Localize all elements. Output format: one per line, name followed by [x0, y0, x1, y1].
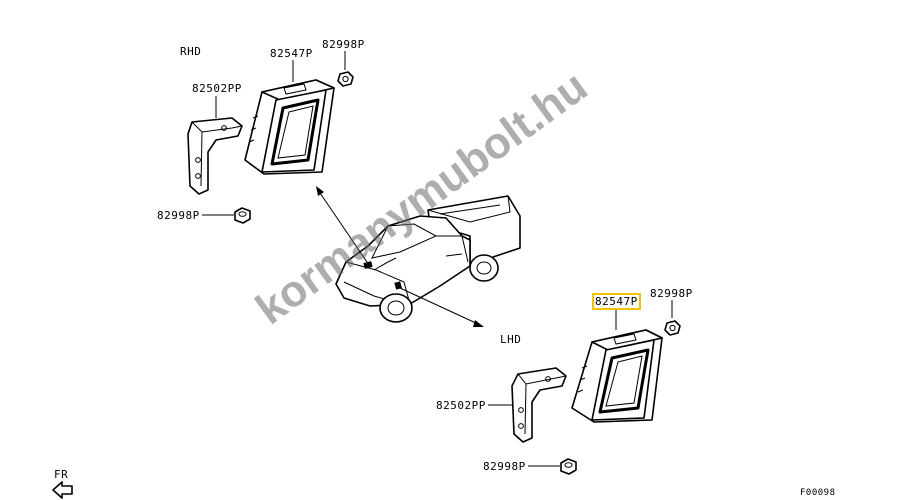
front-direction-marker: FR [52, 468, 73, 499]
rhd-nut-bottom [234, 207, 251, 224]
rhd-nut-top [337, 71, 354, 87]
rhd-nut-top-part-number[interactable]: 82998P [322, 38, 365, 51]
arrow-to-lhd [399, 287, 484, 327]
rhd-bracket-part-number[interactable]: 82502PP [192, 82, 242, 95]
rhd-bracket [187, 117, 243, 195]
rhd-control-unit [244, 79, 335, 175]
arrow-to-rhd [316, 186, 368, 263]
lhd-bracket-part-number[interactable]: 82502PP [436, 399, 486, 412]
lhd-bracket [511, 367, 567, 443]
lhd-label: LHD [500, 333, 521, 346]
figure-code: F00098 [800, 488, 836, 498]
lhd-control-unit-part-number[interactable]: 82547P [595, 295, 638, 308]
highlight-box [592, 293, 641, 310]
lhd-nut-top-part-number[interactable]: 82998P [650, 287, 693, 300]
lhd-nut-bottom [560, 458, 577, 475]
fr-label: FR [54, 468, 68, 481]
rhd-control-unit-part-number[interactable]: 82547P [270, 47, 313, 60]
lhd-nut-bottom-part-number[interactable]: 82998P [483, 460, 526, 473]
lhd-nut-top [664, 320, 681, 336]
fr-arrow-icon [52, 481, 73, 499]
lhd-control-unit [571, 329, 663, 423]
pickup-truck-illustration [335, 195, 521, 323]
rhd-nut-bottom-part-number[interactable]: 82998P [157, 209, 200, 222]
rhd-label: RHD [180, 45, 201, 58]
